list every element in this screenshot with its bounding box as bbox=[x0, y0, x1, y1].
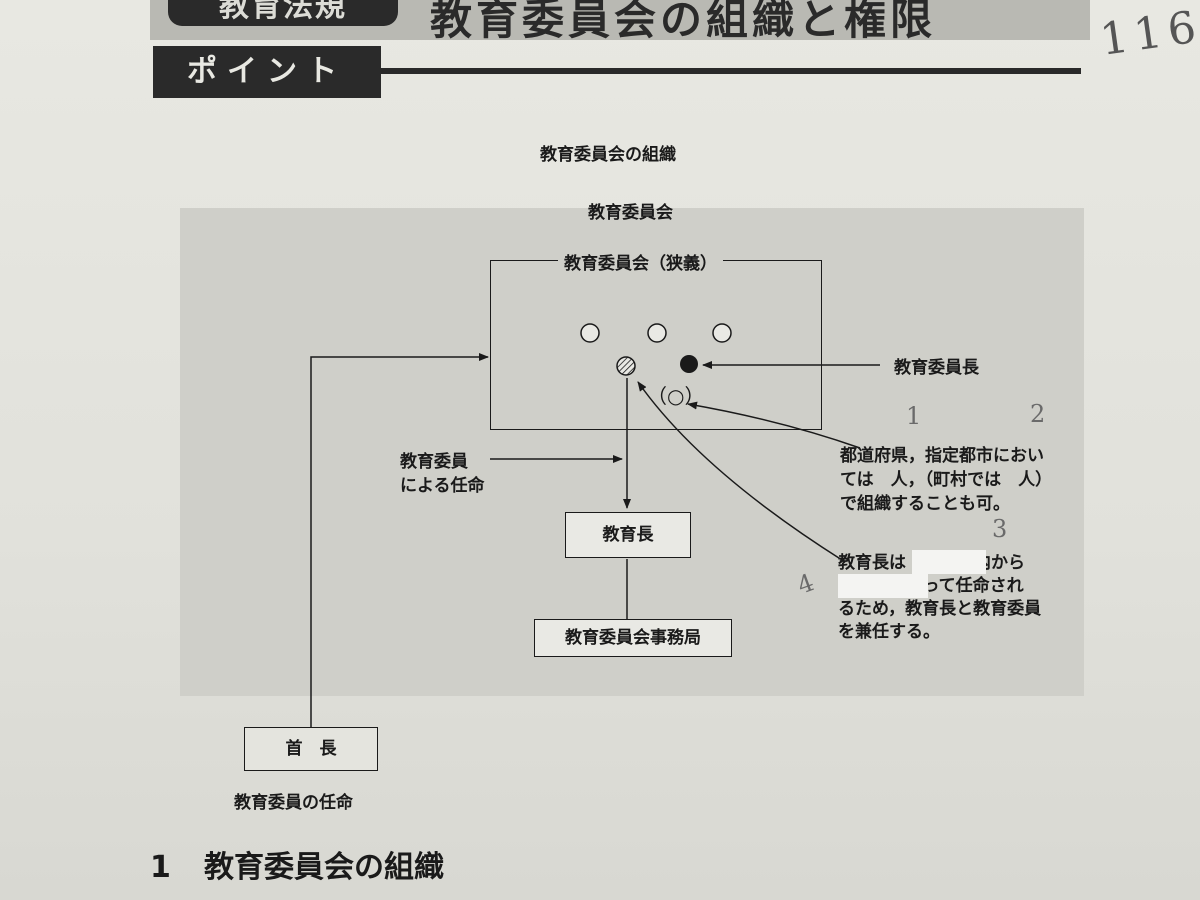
point-label: ポイント bbox=[153, 46, 381, 98]
member-circle bbox=[580, 323, 600, 343]
secretariat-box: 教育委員会事務局 bbox=[534, 619, 732, 657]
chair-member-circle bbox=[680, 355, 698, 373]
header-tag: 教育法規 bbox=[168, 0, 398, 26]
diagram-background bbox=[180, 208, 1084, 696]
point-rule bbox=[381, 68, 1081, 74]
header-title: 教育委員会の組織と権限 bbox=[430, 0, 937, 44]
head-caption: 教育委員の任命 bbox=[234, 793, 353, 813]
inner-label: 教育委員会（狭義） bbox=[558, 249, 723, 274]
optional-member-label: （○） bbox=[647, 384, 705, 408]
superintendent-box: 教育長 bbox=[565, 512, 691, 558]
section-number: 1 bbox=[150, 850, 171, 885]
handwritten-mark: 1 bbox=[906, 402, 922, 430]
member-circle bbox=[647, 323, 667, 343]
appointment-label: 教育委員 による任命 bbox=[400, 452, 485, 496]
superintendent-member-circle bbox=[616, 356, 636, 376]
handwritten-mark: 3 bbox=[992, 515, 1008, 543]
redaction-strip bbox=[838, 574, 928, 598]
handwritten-mark: 2 bbox=[1030, 400, 1046, 428]
chair-label: 教育委員長 bbox=[894, 358, 979, 378]
section-title-text: 教育委員会の組織 bbox=[204, 850, 444, 885]
outer-label: 教育委員会 bbox=[588, 203, 673, 223]
composition-note: 都道府県，指定都市におい ては 人，（町村では 人） で組織することも可。 bbox=[840, 446, 1053, 514]
redaction-strip bbox=[912, 550, 986, 574]
diagram-caption: 教育委員会の組織 bbox=[540, 145, 676, 165]
head-box: 首 長 bbox=[244, 727, 378, 771]
member-circle bbox=[712, 323, 732, 343]
section-title: 1 教育委員会の組織 bbox=[150, 842, 444, 886]
